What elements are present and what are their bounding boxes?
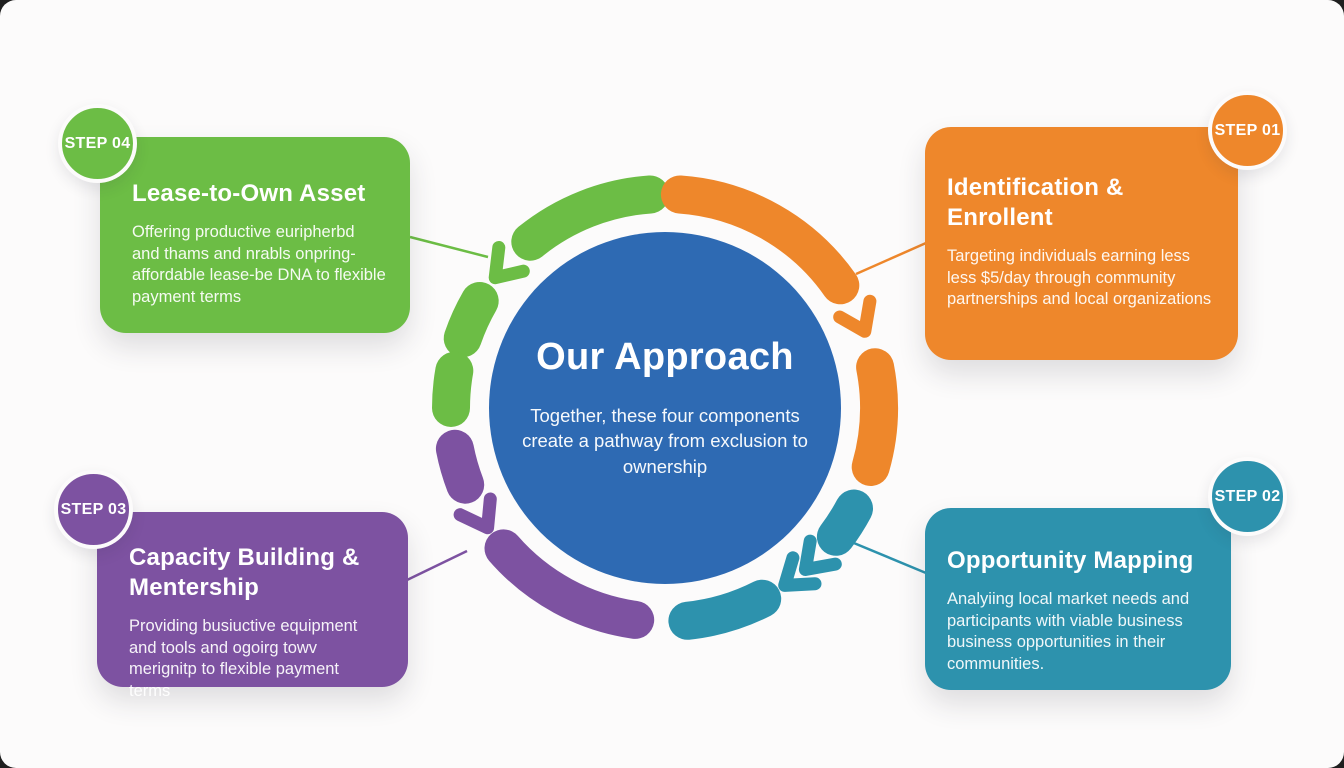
ring-arc-step-04 (443, 282, 499, 358)
ring-chevron-step-03 (453, 492, 497, 535)
step-description-01: Targeting individuals earning less less … (947, 247, 1212, 309)
ring-arc-step-04 (432, 351, 474, 427)
step-badge-01: STEP 01 (1208, 91, 1287, 170)
ring-chevron-step-02 (798, 534, 842, 576)
ring-arc-step-01 (660, 175, 860, 305)
step-description-02: Analyiing local market needs and partici… (947, 590, 1190, 673)
center-title: Our Approach (536, 335, 794, 378)
ring-arc-step-04 (511, 175, 670, 261)
connector-step-03 (406, 549, 468, 582)
center-subtitle: Together, these four components create a… (522, 404, 808, 477)
ring-arc-step-01 (851, 348, 898, 486)
ring-chevron-step-02 (778, 551, 822, 592)
connector-step-02 (848, 539, 927, 575)
ring-chevron-step-01 (833, 294, 877, 338)
ring-arc-step-03 (484, 529, 655, 639)
center-circle: Our Approach Together, these four compon… (489, 232, 841, 584)
ring-arc-step-02 (668, 579, 782, 640)
step-card-01: Identification & Enrollent Targeting ind… (925, 127, 1238, 360)
step-card-02: Opportunity Mapping Analyiing local mark… (925, 508, 1231, 690)
step-title-03: Capacity Building & Mentership (129, 544, 360, 602)
ring-arc-step-03 (435, 429, 485, 504)
step-card-04: Lease-to-Own Asset Offering productive e… (100, 137, 410, 333)
ring-arc-step-02 (816, 489, 873, 556)
step-title-02: Opportunity Mapping (947, 547, 1194, 574)
step-badge-04: STEP 04 (58, 104, 137, 183)
step-title-04: Lease-to-Own Asset (132, 180, 366, 207)
step-badge-02: STEP 02 (1208, 457, 1287, 536)
step-badge-03: STEP 03 (54, 470, 133, 549)
connector-step-04 (409, 235, 489, 259)
step-title-01: Identification & Enrollent (947, 174, 1124, 232)
step-card-03: Capacity Building & Mentership Providing… (97, 512, 408, 700)
step-description-04: Offering productive euripherbd and thams… (132, 223, 386, 306)
ring-chevron-step-04 (488, 241, 530, 285)
connector-step-01 (855, 241, 927, 276)
step-description-03: Providing busiuctive equipment and tools… (129, 617, 358, 700)
